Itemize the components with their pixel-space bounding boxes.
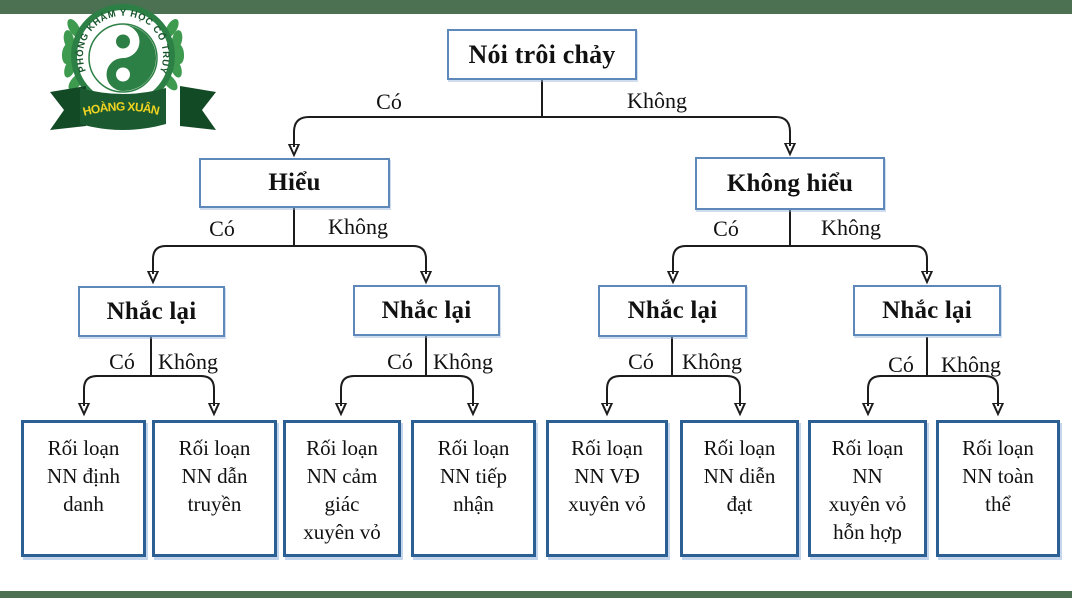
leaf-expressive: Rối loạn NN diễn đạt xyxy=(680,420,799,557)
connector-khonghieu-yes xyxy=(673,245,790,274)
branch-label-yes: Có xyxy=(387,349,413,374)
node-not-understand: Không hiểu xyxy=(695,157,885,210)
connector-repeat1-no xyxy=(151,375,214,406)
connector-repeat2-yes xyxy=(341,375,426,406)
connector-repeat1-yes xyxy=(84,375,151,406)
node-repeat-1: Nhắc lại xyxy=(78,286,225,337)
branch-label-yes: Có xyxy=(713,216,739,241)
top-bar xyxy=(0,0,1072,14)
logo-banner-text: HOÀNG XUÂN xyxy=(81,99,161,119)
branch-label-yes: Có xyxy=(888,352,914,377)
branch-label-no: Không xyxy=(941,352,1001,377)
bottom-bar xyxy=(0,591,1072,598)
branch-label-no: Không xyxy=(682,349,742,374)
connector-root-yes xyxy=(294,116,542,147)
logo-ribbon: HOÀNG XUÂN xyxy=(50,86,216,130)
leaf-conduction: Rối loạn NN dẫn truyền xyxy=(152,420,277,557)
connector-repeat4-no xyxy=(927,375,998,406)
clinic-logo: PHÒNG KHÁM Y HỌC CỔ TRUYỀN HOÀNG XUÂN xyxy=(46,0,216,130)
node-repeat-2: Nhắc lại xyxy=(353,285,500,336)
leaf-transcortical-sensory: Rối loạn NN cảm giác xuyên vỏ xyxy=(283,420,401,557)
node-root: Nói trôi chảy xyxy=(447,29,637,80)
connector-hieu-no xyxy=(294,245,426,274)
connector-hieu-yes xyxy=(153,245,294,274)
leaf-transcortical-motor: Rối loạn NN VĐ xuyên vỏ xyxy=(546,420,668,557)
connector-khonghieu-no xyxy=(790,245,927,274)
connector-root-no xyxy=(542,116,790,146)
branch-label-yes: Có xyxy=(209,216,235,241)
branch-label-yes: Có xyxy=(109,349,135,374)
yin-yang-icon xyxy=(88,23,158,93)
branch-label-no: Không xyxy=(627,88,687,113)
branch-label-no: Không xyxy=(328,214,388,239)
connector-repeat4-yes xyxy=(868,375,927,406)
leaf-mixed-transcortical: Rối loạn NN xuyên vỏ hỗn hợp xyxy=(808,420,927,557)
node-repeat-4: Nhắc lại xyxy=(853,285,1001,336)
node-understands: Hiểu xyxy=(199,158,390,208)
node-repeat-3: Nhắc lại xyxy=(598,285,747,337)
connector-repeat3-no xyxy=(672,375,740,406)
connector-repeat3-yes xyxy=(607,375,672,406)
branch-label-no: Không xyxy=(433,349,493,374)
branch-label-yes: Có xyxy=(628,349,654,374)
leaf-anomic: Rối loạn NN định danh xyxy=(21,420,146,557)
leaf-receptive: Rối loạn NN tiếp nhận xyxy=(411,420,536,557)
branch-label-no: Không xyxy=(821,215,881,240)
leaf-global: Rối loạn NN toàn thể xyxy=(936,420,1060,557)
branch-label-yes: Có xyxy=(376,89,402,114)
connector-repeat2-no xyxy=(426,375,473,406)
branch-label-no: Không xyxy=(158,349,218,374)
